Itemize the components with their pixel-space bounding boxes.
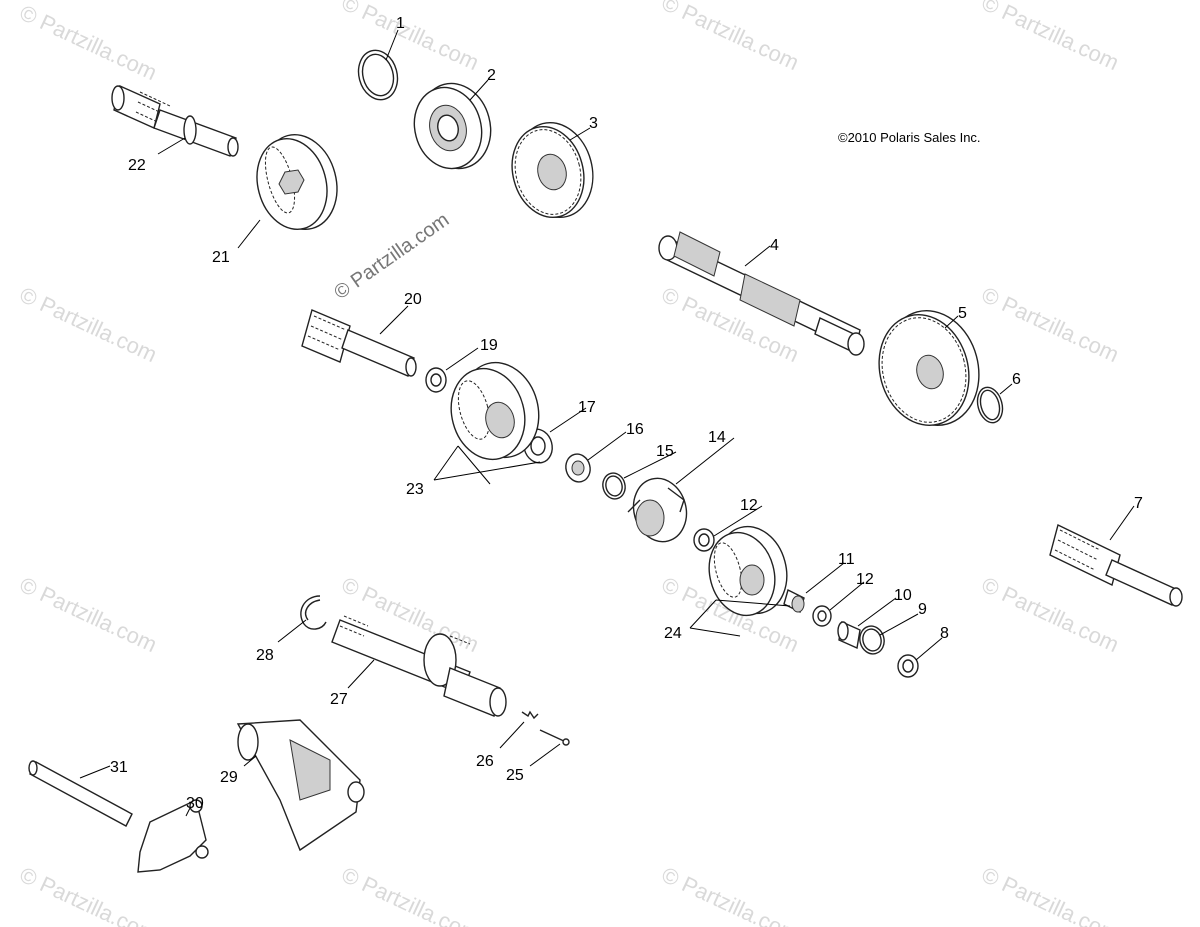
part-26-spring <box>521 710 539 720</box>
part-15-ring <box>602 472 626 500</box>
part-31-rod <box>28 760 133 827</box>
callout-22: 22 <box>128 157 146 174</box>
part-7-shaft <box>1049 524 1183 607</box>
part-16-washer <box>565 453 591 483</box>
callout-labels: 1 2 3 4 5 6 7 8 9 10 11 12 12 14 15 16 1… <box>110 15 1143 812</box>
part-30-shift-fork <box>137 798 209 873</box>
callout-15: 15 <box>656 443 674 460</box>
part-12-washer <box>693 528 715 552</box>
callout-20: 20 <box>404 291 422 308</box>
callout-30: 30 <box>186 795 204 812</box>
callout-3: 3 <box>589 115 598 132</box>
watermark: © Partzilla.com <box>658 0 803 75</box>
callout-31: 31 <box>110 759 128 776</box>
watermark: © Partzilla.com <box>16 0 161 85</box>
callout-8: 8 <box>940 625 949 642</box>
watermark: © Partzilla.com <box>16 282 161 367</box>
watermark: © Partzilla.com <box>978 862 1123 927</box>
callout-9: 9 <box>918 601 927 618</box>
watermark: © Partzilla.com <box>16 572 161 657</box>
part-12-washer-second <box>812 605 832 627</box>
part-1-snap-ring <box>357 49 399 101</box>
callout-14: 14 <box>708 429 726 446</box>
leader-lines <box>79 29 1135 817</box>
part-19-washer <box>425 367 447 393</box>
callout-25: 25 <box>506 767 524 784</box>
watermark: © Partzilla.com <box>338 862 483 927</box>
part-23-gear <box>450 361 540 461</box>
watermark-center: © Partzilla.com <box>330 209 453 304</box>
callout-21: 21 <box>212 249 230 266</box>
part-14-hub <box>627 477 688 543</box>
part-8-washer <box>897 654 919 678</box>
callout-29: 29 <box>220 769 238 786</box>
part-28-clip <box>300 595 327 630</box>
callout-2: 2 <box>487 67 496 84</box>
callout-11: 11 <box>838 551 855 568</box>
copyright-text: ©2010 Polaris Sales Inc. <box>838 130 981 145</box>
callout-10: 10 <box>894 587 912 604</box>
callout-27: 27 <box>330 691 348 708</box>
part-10-bushing <box>837 620 861 650</box>
watermark: © Partzilla.com <box>978 0 1123 75</box>
callout-16: 16 <box>626 421 644 438</box>
callout-1: 1 <box>396 15 405 32</box>
watermark: © Partzilla.com <box>658 862 803 927</box>
callout-7: 7 <box>1134 495 1143 512</box>
watermark: © Partzilla.com <box>978 572 1123 657</box>
callout-23: 23 <box>406 481 424 498</box>
callout-17: 17 <box>578 399 596 416</box>
part-3-gear <box>511 121 594 219</box>
part-29-shift-drum <box>236 719 365 852</box>
part-24-gear <box>708 525 788 617</box>
part-21-gear <box>256 134 338 230</box>
callout-5: 5 <box>958 305 967 322</box>
part-4-output-shaft <box>658 231 865 356</box>
part-6-clip <box>976 386 1004 424</box>
callout-12: 12 <box>740 497 758 514</box>
callout-28: 28 <box>256 647 274 664</box>
callout-4: 4 <box>770 237 779 254</box>
part-25-pin <box>539 729 570 746</box>
callout-12b: 12 <box>856 571 874 588</box>
callout-6: 6 <box>1012 371 1021 388</box>
part-9-ring <box>859 625 885 655</box>
callout-24: 24 <box>664 625 682 642</box>
watermark: © Partzilla.com <box>978 282 1123 367</box>
part-11-bushing <box>783 588 805 614</box>
part-20-shaft <box>301 309 417 377</box>
part-5-gear <box>878 310 980 426</box>
part-22-shaft <box>111 85 239 157</box>
part-27-shift-shaft <box>331 615 507 717</box>
callout-26: 26 <box>476 753 494 770</box>
part-2-bearing <box>413 82 492 170</box>
callout-19: 19 <box>480 337 498 354</box>
